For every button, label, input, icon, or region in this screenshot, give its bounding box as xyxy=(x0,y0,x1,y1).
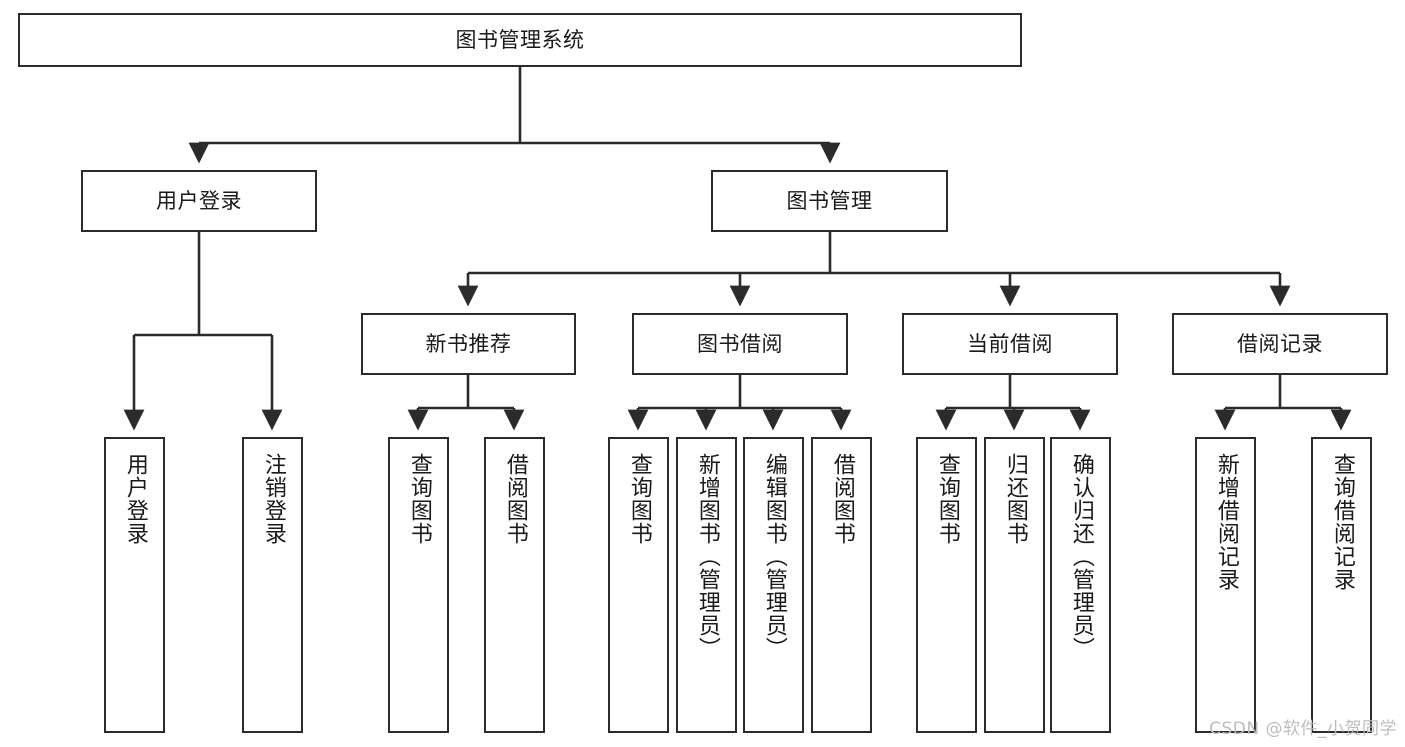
node-leaf-query-book-borrow[interactable]: 查询图书 xyxy=(608,437,669,733)
node-leaf-query-borrow-record[interactable]: 查询借阅记录 xyxy=(1311,437,1372,733)
csdn-watermark: CSDN @软件_小贺同学 xyxy=(1209,719,1397,739)
node-borrow-record[interactable]: 借阅记录 xyxy=(1172,313,1388,375)
node-label: 用户登录 xyxy=(122,453,148,545)
node-label: 查询借阅记录 xyxy=(1329,453,1355,591)
node-current-borrow[interactable]: 当前借阅 xyxy=(902,313,1118,375)
node-label: 图书管理 xyxy=(786,188,873,213)
node-label: 新增图书（管理员） xyxy=(694,453,720,660)
node-label: 查询图书 xyxy=(626,453,652,545)
node-label: 借阅图书 xyxy=(502,453,528,545)
node-label: 新增借阅记录 xyxy=(1213,453,1239,591)
node-label: 归还图书 xyxy=(1002,453,1028,545)
node-leaf-borrow-book-recommend[interactable]: 借阅图书 xyxy=(484,437,545,733)
node-label: 当前借阅 xyxy=(967,331,1053,356)
node-leaf-edit-book[interactable]: 编辑图书（管理员） xyxy=(743,437,804,733)
node-label: 借阅记录 xyxy=(1237,331,1323,356)
node-leaf-logout-login[interactable]: 注销登录 xyxy=(242,437,303,733)
node-label: 新书推荐 xyxy=(425,331,512,356)
node-leaf-return-book[interactable]: 归还图书 xyxy=(984,437,1045,733)
node-book-management[interactable]: 图书管理 xyxy=(711,170,948,232)
node-label: 图书借阅 xyxy=(697,331,783,356)
node-book-borrow[interactable]: 图书借阅 xyxy=(632,313,848,375)
node-leaf-add-borrow-record[interactable]: 新增借阅记录 xyxy=(1195,437,1256,733)
node-leaf-query-book-current[interactable]: 查询图书 xyxy=(916,437,977,733)
node-label: 确认归还（管理员） xyxy=(1068,453,1094,660)
node-label: 注销登录 xyxy=(260,453,286,545)
node-user-login[interactable]: 用户登录 xyxy=(81,170,317,232)
node-label: 用户登录 xyxy=(156,188,242,213)
node-book-management-system[interactable]: 图书管理系统 xyxy=(18,13,1022,67)
node-leaf-add-book[interactable]: 新增图书（管理员） xyxy=(676,437,737,733)
node-leaf-user-login[interactable]: 用户登录 xyxy=(104,437,165,733)
node-leaf-borrow-book[interactable]: 借阅图书 xyxy=(811,437,872,733)
node-label: 编辑图书（管理员） xyxy=(761,453,787,660)
node-leaf-confirm-return[interactable]: 确认归还（管理员） xyxy=(1050,437,1111,733)
node-label: 借阅图书 xyxy=(829,453,855,545)
node-leaf-query-book-recommend[interactable]: 查询图书 xyxy=(388,437,449,733)
node-label: 查询图书 xyxy=(934,453,960,545)
node-label: 图书管理系统 xyxy=(455,27,585,52)
node-label: 查询图书 xyxy=(406,453,432,545)
node-new-book-recommend[interactable]: 新书推荐 xyxy=(361,313,576,375)
